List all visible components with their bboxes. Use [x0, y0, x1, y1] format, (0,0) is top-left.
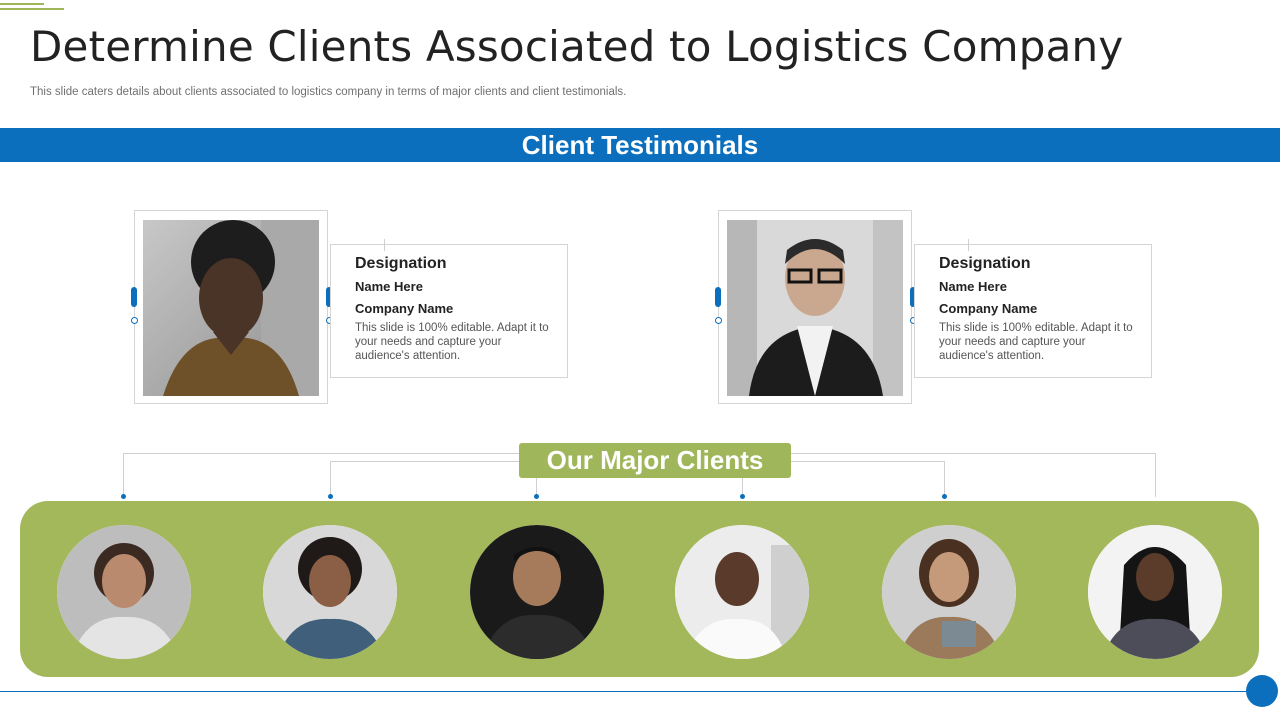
client-portrait-5 — [882, 525, 1016, 659]
connector-pill — [131, 287, 137, 307]
client-portrait-2 — [263, 525, 397, 659]
accent-line — [0, 8, 64, 10]
accent-line — [0, 3, 44, 5]
connector-pill — [715, 287, 721, 307]
testimonial-info-box: Designation Name Here Company Name This … — [330, 239, 568, 378]
connector-dot — [942, 494, 947, 499]
connector-dot — [121, 494, 126, 499]
testimonial-info-box: Designation Name Here Company Name This … — [914, 239, 1152, 378]
testimonial-text: This slide is 100% editable. Adapt it to… — [939, 322, 1133, 362]
client-name: Name Here — [355, 279, 423, 294]
man-portrait — [727, 220, 903, 396]
clients-panel — [20, 501, 1259, 677]
testimonial-photo-frame — [718, 210, 912, 404]
info-tick — [384, 239, 385, 251]
testimonial-photo-frame — [134, 210, 328, 404]
client-portrait-4 — [675, 525, 809, 659]
connector-pill — [910, 287, 916, 307]
client-portrait-3 — [470, 525, 604, 659]
page-subtitle: This slide caters details about clients … — [30, 86, 627, 98]
testimonials-banner: Client Testimonials — [0, 128, 1280, 162]
page-title: Determine Clients Associated to Logistic… — [30, 22, 1124, 71]
corner-decoration — [1246, 675, 1278, 707]
connector-dot — [740, 494, 745, 499]
company-name: Company Name — [355, 301, 454, 316]
connector-line — [1155, 453, 1156, 497]
client-portrait-1 — [57, 525, 191, 659]
client-name: Name Here — [939, 279, 1007, 294]
bottom-rule — [0, 691, 1250, 692]
connector-line — [123, 453, 124, 497]
connector-dot — [715, 317, 722, 324]
testimonial-text: This slide is 100% editable. Adapt it to… — [355, 322, 549, 362]
company-name: Company Name — [939, 301, 1038, 316]
connector-line — [536, 478, 537, 496]
connector-dot — [131, 317, 138, 324]
connector-dot — [534, 494, 539, 499]
connector-line — [944, 461, 945, 497]
connector-pill — [326, 287, 332, 307]
major-clients-label: Our Major Clients — [519, 443, 791, 478]
connector-line — [742, 478, 743, 496]
designation-label: Designation — [355, 255, 447, 272]
woman-portrait — [143, 220, 319, 396]
info-tick — [968, 239, 969, 251]
connector-dot — [328, 494, 333, 499]
designation-label: Designation — [939, 255, 1031, 272]
client-portrait-6 — [1088, 525, 1222, 659]
connector-line — [330, 461, 331, 497]
